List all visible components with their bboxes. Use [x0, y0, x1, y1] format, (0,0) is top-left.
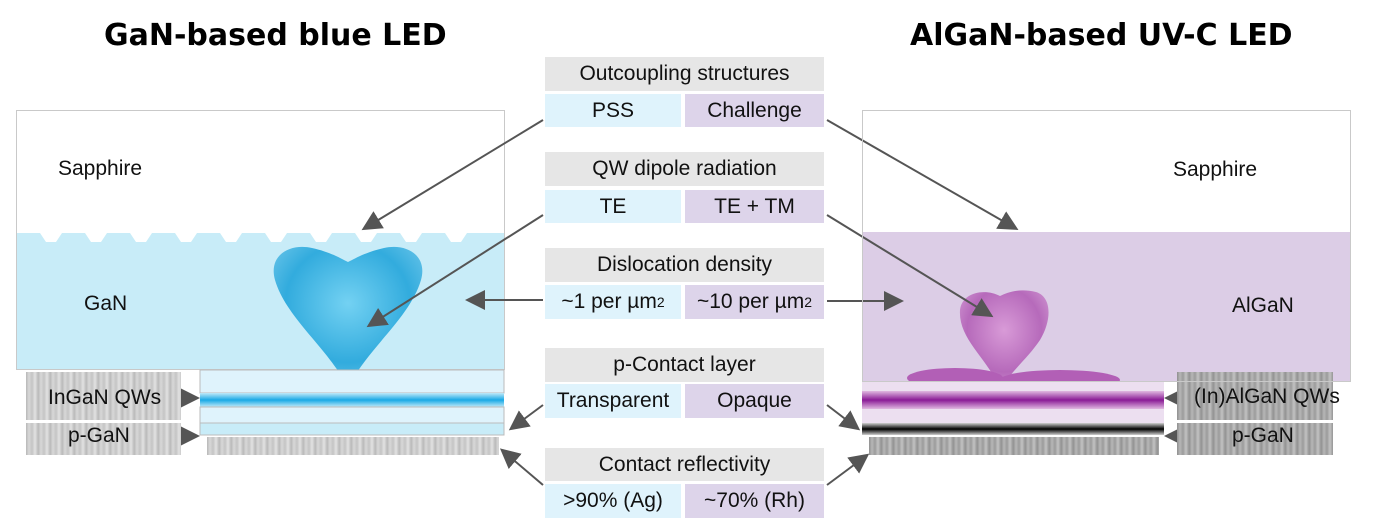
dislocation-blue-text: ~1 per µm	[561, 290, 657, 313]
outcoupling-uv: Challenge	[685, 94, 824, 127]
left-qw-label-bg	[26, 372, 181, 420]
outcoupling-header: Outcoupling structures	[545, 57, 824, 91]
dislocation-header: Dislocation density	[545, 248, 824, 282]
left-gan-label: GaN	[84, 292, 128, 315]
pcontact-blue: Transparent	[545, 384, 681, 418]
reflectivity-uv: ~70% (Rh)	[685, 484, 824, 518]
right-led-structure	[862, 110, 1351, 382]
right-pgan-label: p-GaN	[1232, 424, 1294, 447]
left-sapphire-label: Sapphire	[58, 157, 143, 180]
right-algan-label: AlGaN	[1232, 294, 1294, 317]
outcoupling-blue: PSS	[545, 94, 681, 127]
dislocation-uv-sup: 2	[804, 294, 813, 310]
left-pgan-label-bg	[26, 423, 181, 455]
right-qw-label: (In)AlGaN QWs	[1194, 385, 1340, 408]
dipole-uv: TE + TM	[685, 190, 824, 223]
left-p-contact	[207, 437, 499, 455]
dipole-blue: TE	[545, 190, 681, 223]
reflectivity-header: Contact reflectivity	[545, 448, 824, 481]
pcontact-uv: Opaque	[685, 384, 824, 418]
right-p-contact	[869, 437, 1159, 455]
left-led-structure	[16, 110, 505, 370]
left-pgan-label: p-GaN	[68, 424, 130, 447]
right-title: AlGaN-based UV-C LED	[910, 18, 1293, 53]
left-qw-label: InGaN QWs	[48, 386, 162, 409]
dislocation-uv-text: ~10 per µm	[696, 290, 805, 313]
right-sapphire-label: Sapphire	[1173, 158, 1258, 181]
reflectivity-blue: >90% (Ag)	[545, 484, 681, 518]
right-pgan-label-bg	[1177, 423, 1333, 455]
pcontact-header: p-Contact layer	[545, 348, 824, 382]
left-title: GaN-based blue LED	[104, 18, 447, 53]
dipole-header: QW dipole radiation	[545, 152, 824, 186]
right-qw-label-bg	[1177, 372, 1333, 420]
dislocation-blue-sup: 2	[656, 294, 665, 310]
